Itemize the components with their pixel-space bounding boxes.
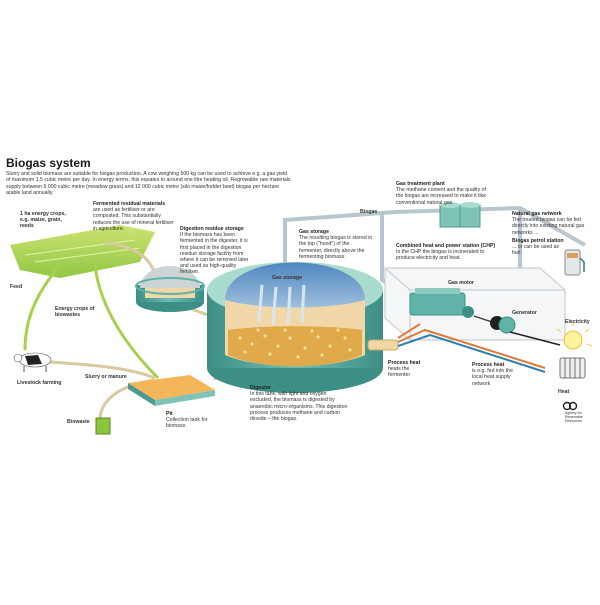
label-biowaste: Biowaste xyxy=(67,419,90,425)
process-heat2-title: Process heat xyxy=(472,362,505,368)
pit-text: Collection tank for biomass xyxy=(166,417,208,430)
gas-treatment-tanks xyxy=(439,202,481,228)
treatment-text: The methane content and the quality of t… xyxy=(396,187,486,206)
process-heat2-text: is e.g. fed into the local heat supply n… xyxy=(472,368,513,387)
chp-title: Combined heat and power station (CHP) xyxy=(396,243,496,249)
heat-lines xyxy=(397,323,561,373)
label-digester: Digester In this tank, with light and ox… xyxy=(250,385,348,422)
label-process-heat-2: Process heat is e.g. fed into the local … xyxy=(472,362,517,387)
cow-icon xyxy=(13,352,52,372)
natural-gas-title: Natural gas network xyxy=(512,211,562,217)
natural-gas-text: The treated biogas can be fed directly i… xyxy=(512,217,585,236)
label-process-heat-1: Process heat heats the fermenter xyxy=(388,360,428,379)
label-generator: Generator xyxy=(512,310,537,316)
page-title: Biogas system xyxy=(6,156,91,170)
energy-crop-field xyxy=(10,225,155,278)
label-gas-storage: Gas storage The resulting biogas is stor… xyxy=(299,229,374,260)
digester-title: Digester xyxy=(250,385,271,391)
label-natural-gas: Natural gas network The treated biogas c… xyxy=(512,211,587,236)
label-fermented: Fermented residual materials are used as… xyxy=(93,201,178,232)
digester-tank xyxy=(207,262,383,393)
biowaste-bin-icon xyxy=(95,417,111,435)
petrol-title: Biogas petrol station xyxy=(512,238,564,244)
label-heat: Heat xyxy=(558,389,570,395)
process-heat1-title: Process heat xyxy=(388,360,421,366)
process-heat-coil xyxy=(367,339,399,351)
label-digestion-residue: Digestion residue storage If the biomass… xyxy=(180,226,252,276)
label-energy-crops-biowaste: Energy crops of biowastes xyxy=(55,306,95,319)
digester-text: In this tank, with light and oxygen excl… xyxy=(250,391,348,423)
gas-storage-title: Gas storage xyxy=(299,229,329,235)
collection-pit xyxy=(128,375,215,406)
label-feed: Feed xyxy=(10,284,23,290)
process-heat1-text: heats the fermenter xyxy=(388,366,411,379)
fermented-text: are used as fertiliser or are composted.… xyxy=(93,207,174,232)
pit-title: Pit xyxy=(166,411,173,417)
intro-text: Slurry and solid biomass are suitable fo… xyxy=(6,171,291,196)
fermented-title: Fermented residual materials xyxy=(93,201,166,207)
digestion-residue-tank xyxy=(135,266,205,312)
label-chp: Combined heat and power station (CHP) In… xyxy=(396,243,496,262)
chp-text: In the CHP the biogas is incinerated to … xyxy=(396,249,485,262)
lightbulb-icon xyxy=(556,322,593,350)
label-biogas: Biogas xyxy=(360,209,378,215)
label-pit: Pit Collection tank for biomass xyxy=(166,411,211,430)
label-petrol-station: Biogas petrol station ... or can be used… xyxy=(512,238,567,257)
label-gas-motor: Gas motor xyxy=(448,280,474,286)
gas-motor xyxy=(409,288,493,323)
label-slurry: Slurry or manure xyxy=(85,374,127,380)
label-livestock: Livestock farming xyxy=(17,380,62,386)
logo-text: Agency for Renewable Resources xyxy=(565,411,583,423)
petrol-text: ... or can be used as fuel. xyxy=(512,244,560,257)
label-gas-storage-dome: Gas storage xyxy=(272,275,302,281)
treatment-title: Gas treatment plant xyxy=(396,181,445,187)
generator xyxy=(490,316,516,334)
label-gas-treatment: Gas treatment plant The methane content … xyxy=(396,181,491,206)
radiator-icon xyxy=(559,357,586,379)
digestion-text: If the biomass has been fermented in the… xyxy=(180,232,249,276)
label-electricity: Electricity xyxy=(565,319,590,325)
label-energy-crops: 1 ha energy crops, e.g. maize, grain, re… xyxy=(20,211,66,230)
agency-logo xyxy=(562,401,578,411)
gas-storage-text: The resulting biogas is stored in the to… xyxy=(299,235,373,260)
petrol-pump-icon xyxy=(564,249,585,276)
digestion-title: Digestion residue storage xyxy=(180,226,244,232)
feed-pipes xyxy=(23,264,160,380)
